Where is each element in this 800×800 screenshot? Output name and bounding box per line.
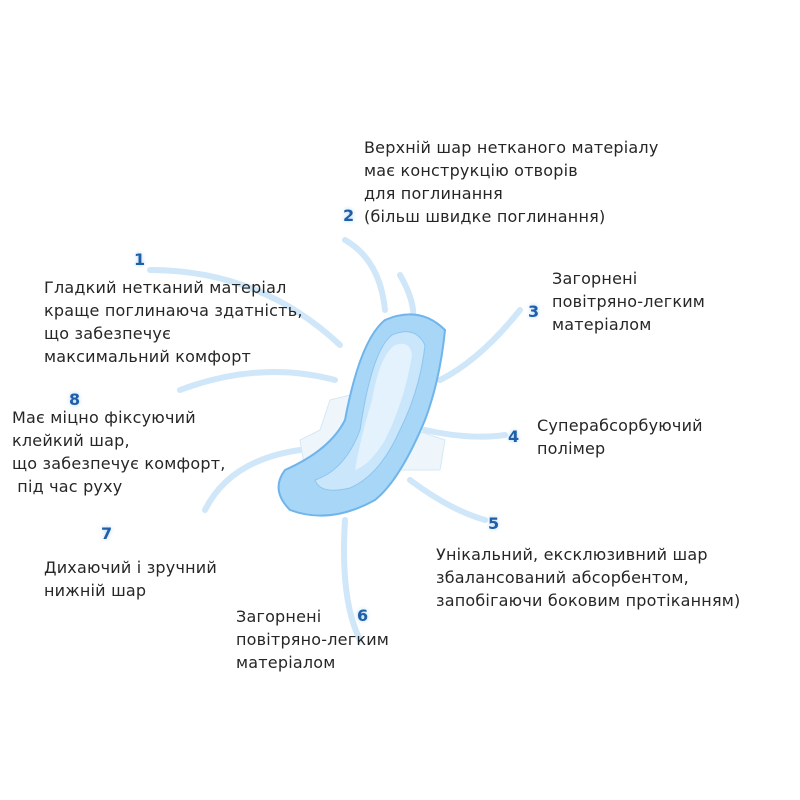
callout-number-6: 6 [357, 606, 369, 625]
callout-text-3: Загорнені повітряно-легким матеріалом [552, 269, 706, 334]
callout-number-4: 4 [508, 427, 520, 446]
swoosh-lines [147, 237, 523, 643]
callout-number-7: 7 [101, 524, 113, 543]
callout-number-3: 3 [528, 302, 540, 321]
callout-number-5: 5 [488, 514, 500, 533]
callout-text-1: Гладкий нетканий матеріал краще поглинаю… [44, 278, 303, 366]
callout-text-8: Має міцно фіксуючий клейкий шар, що забе… [12, 408, 226, 496]
callout-text-7: Дихаючий і зручний нижній шар [44, 558, 217, 600]
callout-number-1: 1 [134, 250, 146, 269]
callout-number-8: 8 [69, 390, 81, 409]
callout-number-2: 2 [343, 206, 355, 225]
callout-text-2: Верхній шар нетканого матеріалу має конс… [364, 138, 659, 226]
callout-text-6: Загорнені повітряно-легким матеріалом [236, 607, 390, 672]
callout-text-4: Суперабсорбуючий полімер [537, 416, 703, 458]
sanitary-pad [277, 313, 447, 517]
callout-text-5: Унікальний, ексклюзивний шар збалансован… [436, 545, 741, 610]
